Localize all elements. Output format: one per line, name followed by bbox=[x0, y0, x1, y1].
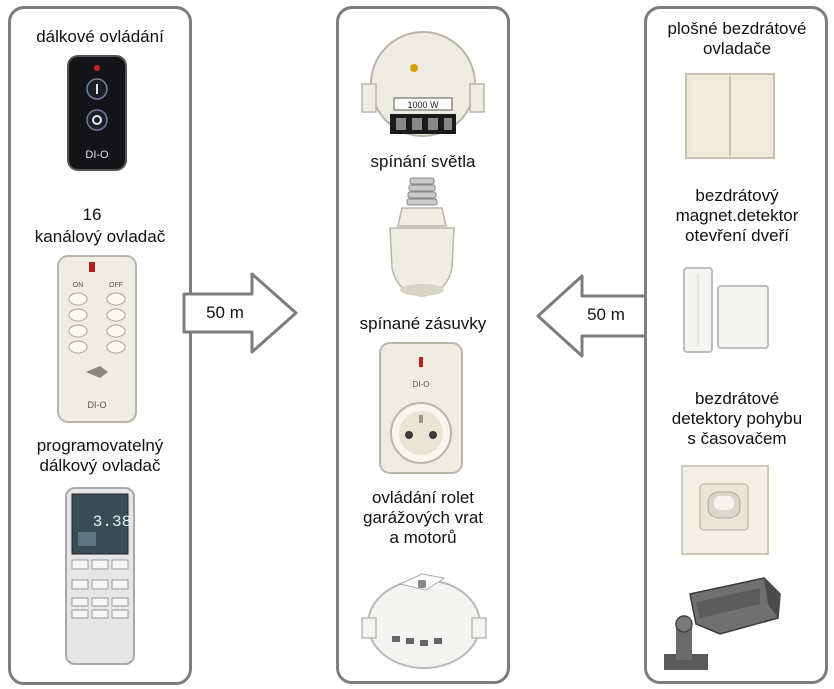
black-remote-control-icon: DI-O bbox=[66, 54, 128, 172]
right-distance-label: 50 m bbox=[587, 305, 625, 324]
arrow-right-icon bbox=[182, 272, 300, 354]
remote-brand: DI-O bbox=[85, 149, 109, 161]
switched-sockets-label: spínané zásuvky bbox=[359, 314, 487, 333]
motion-detector-icon bbox=[680, 464, 770, 556]
remote-control-label: dálkové ovládání bbox=[36, 27, 164, 46]
channel-remote-brand: DI-O bbox=[88, 400, 107, 410]
switched-socket-icon: DI-O bbox=[378, 341, 464, 475]
socket-brand: DI-O bbox=[413, 380, 430, 389]
motion-detector-label: bezdrátové detektory pohybu s časovačem bbox=[671, 389, 803, 448]
left-distance-label: 50 m bbox=[206, 303, 244, 322]
outdoor-motion-detector-icon bbox=[660, 574, 784, 674]
shutter-control-label: ovládání rolet garážových vrat a motorů bbox=[363, 488, 483, 547]
wall-switch-label: plošné bezdrátové ovladače bbox=[667, 19, 807, 58]
programmable-remote-icon: 3.38 bbox=[64, 486, 136, 666]
lamp-socket-adapter-icon bbox=[382, 176, 462, 300]
door-sensor-label: bezdrátový magnet.detektor otevření dveř… bbox=[675, 186, 799, 245]
off-keys-label: OFF bbox=[109, 282, 123, 289]
magnetic-door-sensor-icon bbox=[678, 264, 774, 356]
wall-switch-icon bbox=[684, 72, 776, 160]
arrow-left-icon bbox=[534, 274, 658, 358]
module-wattage: 1000 W bbox=[407, 100, 439, 110]
programmable-remote-label: programovatelný dálkový ovladač bbox=[36, 436, 164, 475]
light-switch-module-icon: 1000 W bbox=[360, 24, 486, 142]
remote-display-value: 3.38 bbox=[93, 513, 131, 531]
light-switching-label: spínání světla bbox=[370, 152, 476, 171]
shutter-motor-module-icon bbox=[360, 564, 488, 672]
channel-count-label: 16 bbox=[82, 205, 102, 224]
channel-remote-label: kanálový ovladač bbox=[34, 227, 166, 246]
16-channel-remote-icon: ON OFF DI-O bbox=[56, 254, 138, 424]
on-keys-label: ON bbox=[73, 282, 84, 289]
